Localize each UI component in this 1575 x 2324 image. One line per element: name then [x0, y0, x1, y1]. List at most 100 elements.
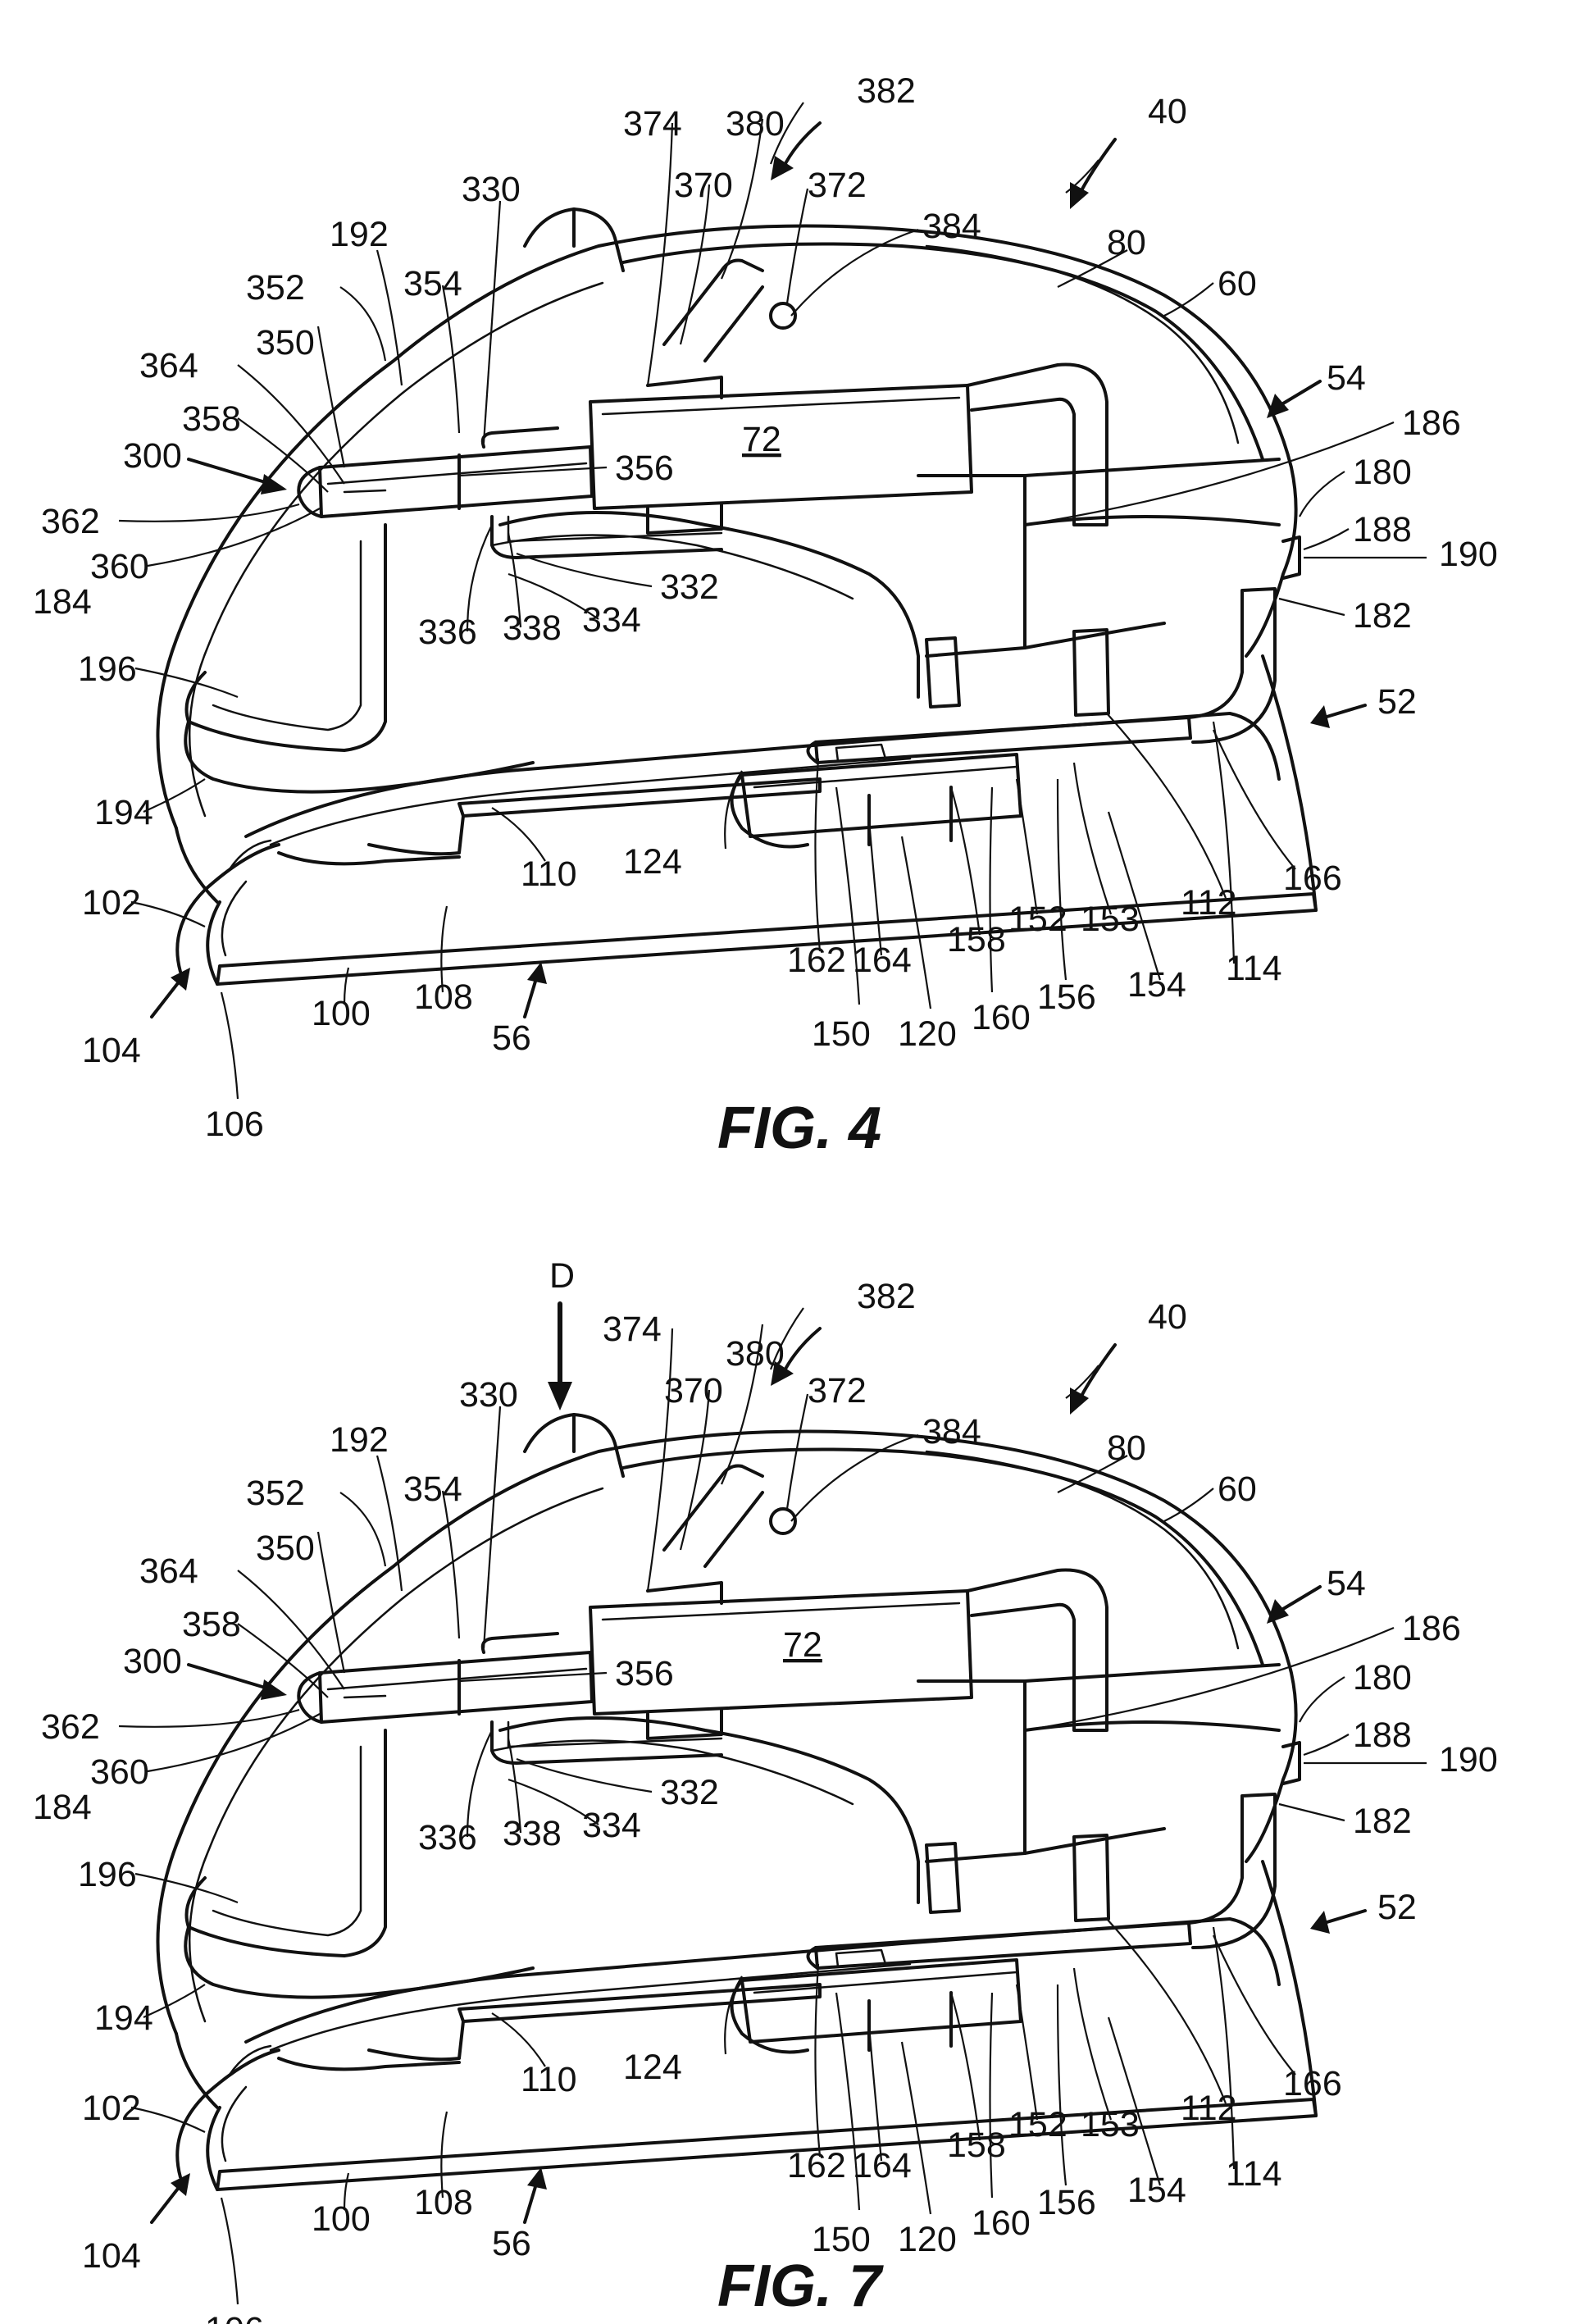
label-332: 332: [660, 567, 719, 607]
label-354: 354: [403, 1470, 462, 1509]
label-54: 54: [1327, 358, 1366, 398]
label-154: 154: [1127, 965, 1186, 1005]
label-104: 104: [82, 2236, 141, 2276]
label-382: 382: [857, 1277, 916, 1316]
arrowhead-382-fig4: [771, 156, 794, 180]
label-356: 356: [615, 449, 674, 488]
label-374: 374: [603, 1310, 662, 1349]
label-332: 332: [660, 1773, 719, 1812]
arrow-382-fig7: [783, 1328, 820, 1374]
arrow-104-fig4: [152, 980, 180, 1017]
label-120: 120: [898, 2220, 957, 2259]
label-52: 52: [1377, 1888, 1417, 1927]
direction-d-arrowhead: [548, 1382, 572, 1410]
label-56: 56: [492, 1018, 531, 1058]
label-188: 188: [1353, 1716, 1412, 1755]
label-380: 380: [726, 1334, 785, 1374]
label-162: 162: [787, 941, 846, 980]
label-120: 120: [898, 1014, 957, 1054]
label-354: 354: [403, 264, 462, 303]
arrow-300-fig4: [189, 459, 271, 484]
label-156: 156: [1037, 977, 1096, 1017]
arrowhead-40-fig4: [1070, 182, 1089, 209]
arrow-54-fig7: [1279, 1587, 1320, 1611]
label-362: 362: [41, 1707, 100, 1747]
label-194: 194: [94, 793, 153, 832]
label-352: 352: [246, 268, 305, 308]
label-110: 110: [521, 854, 577, 894]
label-356: 356: [615, 1654, 674, 1693]
label-186: 186: [1402, 403, 1461, 443]
label-334: 334: [582, 1806, 641, 1845]
arrow-40-fig7: [1078, 1345, 1115, 1402]
label-190: 190: [1439, 1740, 1498, 1779]
label-370: 370: [664, 1371, 723, 1410]
arrowhead-52-fig4: [1310, 705, 1330, 728]
arrow-54-fig4: [1279, 381, 1320, 406]
label-182: 182: [1353, 596, 1412, 636]
label-40: 40: [1148, 92, 1187, 131]
label-100: 100: [312, 994, 371, 1033]
label-54: 54: [1327, 1564, 1366, 1603]
figure-caption-fig4: FIG. 4: [717, 1096, 881, 1161]
label-72: 72: [742, 420, 781, 459]
arrow-52-fig4: [1324, 705, 1365, 718]
label-164: 164: [853, 941, 912, 980]
arrowhead-300-fig4: [261, 474, 287, 494]
arrowhead-300-fig7: [261, 1679, 287, 1700]
label-154: 154: [1127, 2171, 1186, 2210]
label-364: 364: [139, 346, 198, 385]
label-162: 162: [787, 2146, 846, 2185]
device-drawing-fig4: [158, 209, 1317, 984]
label-158: 158: [947, 2126, 1006, 2165]
label-156: 156: [1037, 2183, 1096, 2222]
label-180: 180: [1353, 453, 1412, 492]
label-382: 382: [857, 71, 916, 111]
arrow-382-fig4: [783, 123, 820, 168]
label-184: 184: [33, 1788, 92, 1827]
label-158: 158: [947, 920, 1006, 959]
label-80: 80: [1107, 1429, 1146, 1468]
arrow-40-fig4: [1078, 139, 1115, 197]
arrow-52-fig7: [1324, 1911, 1365, 1923]
label-166: 166: [1283, 859, 1342, 898]
label-196: 196: [78, 1855, 137, 1894]
label-d: D: [549, 1256, 575, 1296]
label-380: 380: [726, 104, 785, 144]
label-164: 164: [853, 2146, 912, 2185]
arrow-300-fig7: [189, 1665, 271, 1689]
arrow-56-fig7: [525, 2181, 537, 2222]
label-300: 300: [123, 1642, 182, 1681]
arrow-104-fig7: [152, 2185, 180, 2222]
label-104: 104: [82, 1031, 141, 1070]
label-152: 152: [1008, 900, 1067, 939]
label-360: 360: [90, 1752, 149, 1792]
figure-7: D 382 40 374 380 370 372 330 384 192 80 …: [33, 1256, 1498, 2324]
label-56: 56: [492, 2224, 531, 2263]
label-106: 106: [205, 2310, 264, 2324]
label-184: 184: [33, 582, 92, 622]
label-114: 114: [1226, 949, 1282, 988]
label-360: 360: [90, 547, 149, 586]
label-166: 166: [1283, 2064, 1342, 2103]
label-180: 180: [1353, 1658, 1412, 1697]
arrowhead-40-fig7: [1070, 1388, 1089, 1415]
label-102: 102: [82, 883, 141, 923]
label-352: 352: [246, 1474, 305, 1513]
label-60: 60: [1218, 1470, 1257, 1509]
label-364: 364: [139, 1552, 198, 1591]
label-384: 384: [922, 207, 981, 246]
label-384: 384: [922, 1412, 981, 1451]
label-40: 40: [1148, 1297, 1187, 1337]
label-330: 330: [459, 1375, 518, 1415]
figure-4: 382 40 374 380 370 372 330 384 192 80 60…: [33, 71, 1498, 1161]
label-190: 190: [1439, 535, 1498, 574]
label-124: 124: [623, 2048, 682, 2087]
arrowhead-52-fig7: [1310, 1911, 1330, 1934]
label-114: 114: [1226, 2154, 1282, 2194]
label-102: 102: [82, 2089, 141, 2128]
label-112: 112: [1181, 2089, 1237, 2128]
label-106: 106: [205, 1105, 264, 1144]
label-160: 160: [972, 998, 1031, 1037]
